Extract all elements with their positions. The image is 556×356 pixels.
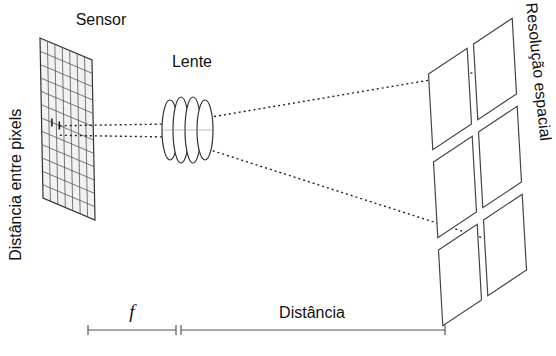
focal-length-label: f bbox=[129, 302, 134, 323]
distance-label: Distância bbox=[279, 304, 345, 322]
ground-tiles bbox=[429, 18, 527, 325]
lens-label: Lente bbox=[172, 53, 212, 71]
dimension-lines bbox=[88, 325, 445, 335]
lens-symbol bbox=[162, 97, 213, 163]
sensor-label: Sensor bbox=[76, 11, 127, 29]
pixel-pitch-label: Distância entre pixels bbox=[7, 109, 25, 261]
sensor-grid bbox=[40, 38, 95, 220]
spatial-resolution-label: Resolução espacial bbox=[522, 2, 554, 142]
